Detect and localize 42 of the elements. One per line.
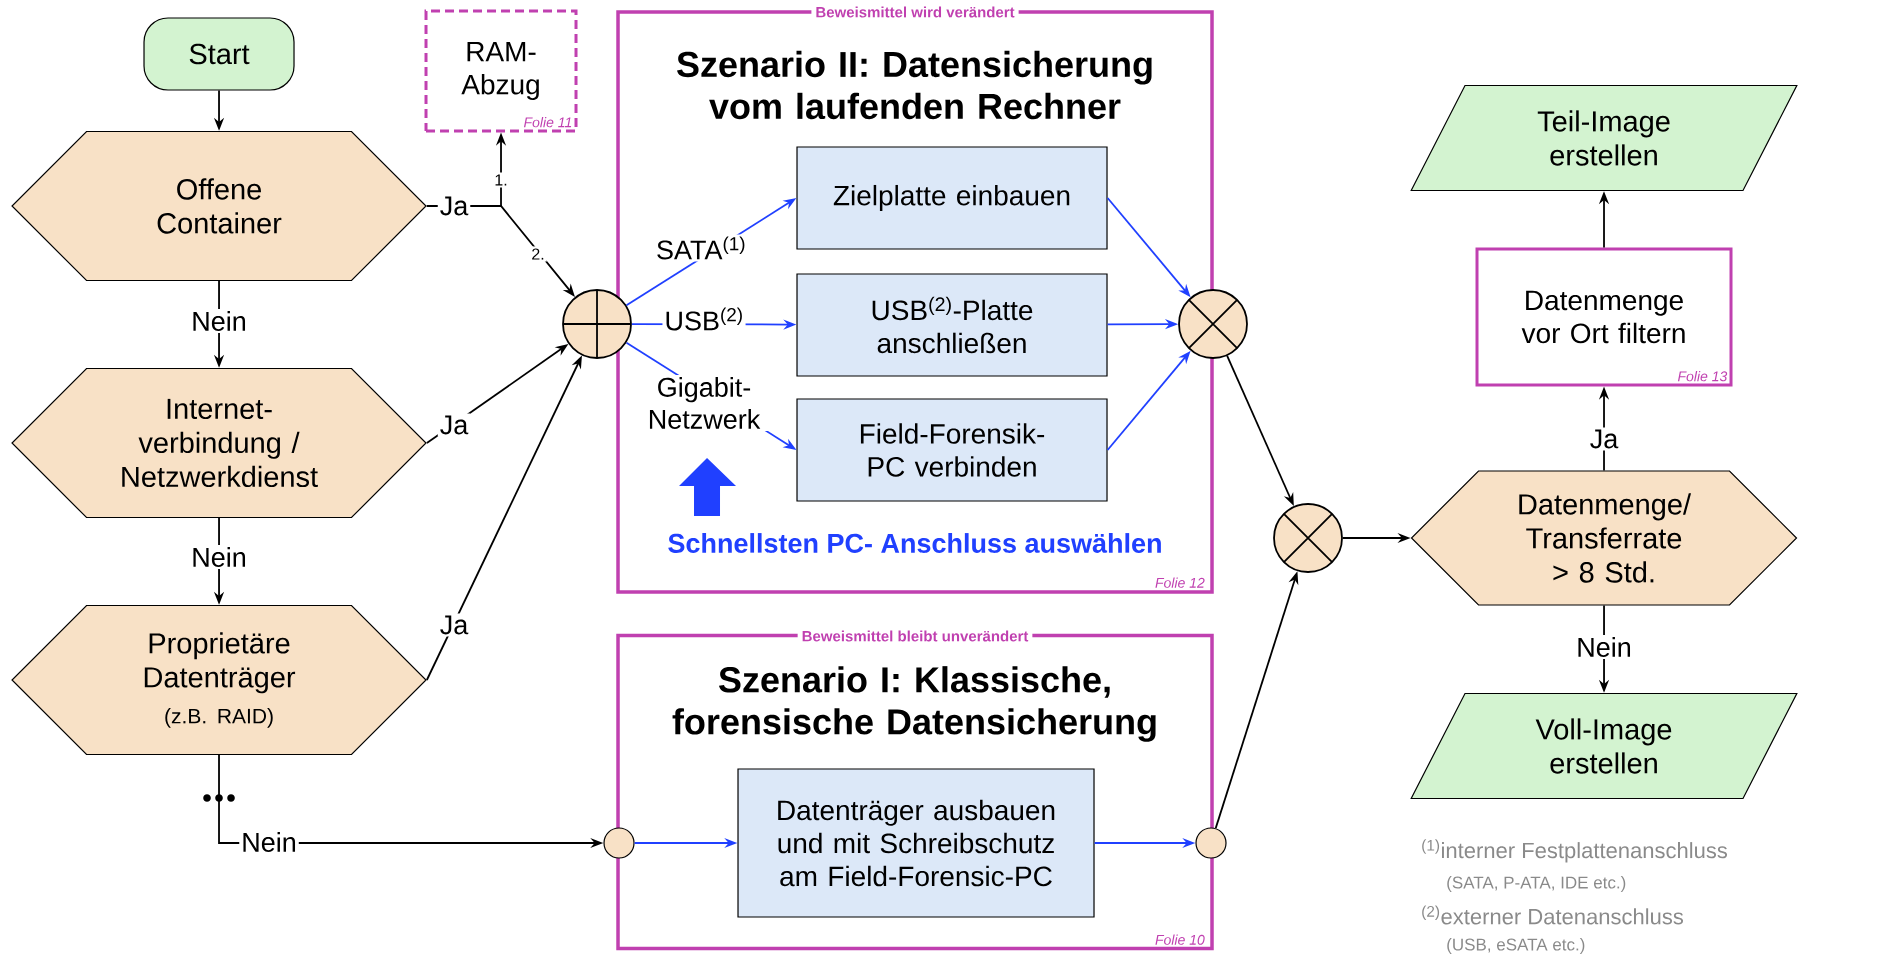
start-terminal: Start: [143, 17, 295, 91]
process-box: Zielplatte einbauen: [796, 146, 1108, 250]
footnote: (USB, eSATA etc.): [1447, 938, 1585, 954]
process-box: Datenträger ausbauen und mit Schreibschutz am Field-Forensic-PC: [737, 768, 1095, 918]
decision-hexagon: Proprietäre Datenträger (z.B. RAID): [11, 604, 427, 756]
edge-label: Gigabit- Netzwerk: [632, 375, 776, 431]
slide-reference: Folie 12: [1155, 577, 1205, 588]
edge-label: SATA$^{(1)}$: [653, 234, 749, 262]
process-box: USB$^{(2)}$-Platte anschließen: [796, 273, 1108, 377]
plus-circle: [562, 289, 632, 359]
slide-reference: Folie 10: [1155, 934, 1205, 945]
edge-label: Nein: [239, 830, 299, 854]
output-parallelogram: Voll-Image erstellen: [1410, 692, 1798, 800]
connector-circle: [1195, 827, 1227, 859]
hint-text: Schnellsten PC- Anschluss auswählen: [668, 533, 1161, 553]
cross-circle: [1178, 289, 1248, 359]
edge-label: Ja: [437, 413, 471, 437]
connector-circle: [603, 827, 635, 859]
panel-caption: Beweismittel wird verändert: [811, 2, 1019, 22]
edge-label: USB$^{(2)}$: [662, 305, 746, 333]
branch-label: Ja: [437, 194, 471, 218]
slide-reference: Folie 13: [1677, 371, 1728, 382]
panel-heading: Szenario I: Klassische, forensische Datensicherung: [672, 666, 1156, 742]
edge-label: Nein: [1574, 635, 1634, 659]
panel-heading: Szenario II: Datensicherung vom laufenden Rechner: [677, 50, 1152, 120]
panel-caption: Beweismittel bleibt unverändert: [797, 626, 1033, 646]
decision-hexagon: Internet- verbindung / Netzwerkdienst: [11, 367, 427, 519]
footnote: $^{(2)}$externer Datenanschluss: [1422, 905, 1684, 925]
footnote: (SATA, P-ATA, IDE etc.): [1447, 876, 1626, 892]
process-box: Field-Forensik-PC verbinden: [796, 398, 1108, 502]
slide-reference: Folie 11: [523, 117, 572, 128]
edge-label: 2.: [529, 246, 547, 262]
edge-label: 1.: [492, 172, 510, 188]
edge-label: Nein: [189, 545, 249, 569]
edge-label: Ja: [437, 613, 471, 637]
decision-hexagon: Datenmenge/ Transferrate > 8 Std.: [1410, 470, 1798, 606]
output-parallelogram: Teil-Image erstellen: [1410, 84, 1798, 192]
footnote: $^{(1)}$interner Festplattenanschluss: [1422, 839, 1728, 863]
edge-label: Nein: [189, 309, 249, 333]
decision-hexagon: Offene Container: [11, 130, 427, 282]
cross-circle: [1273, 503, 1343, 573]
edge-label: Ja: [1587, 427, 1621, 451]
